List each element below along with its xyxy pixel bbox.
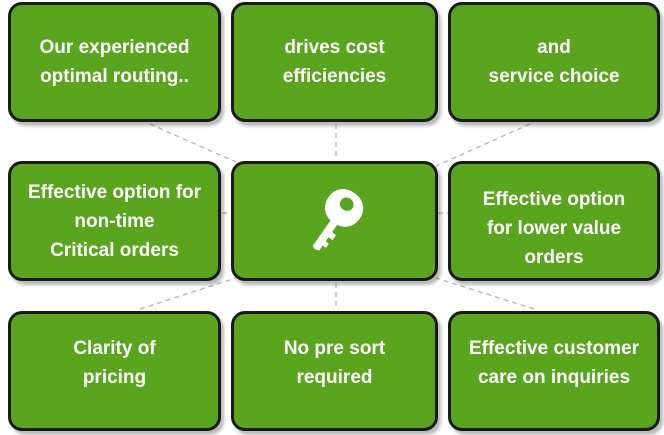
tile-text-line: for lower value [486, 217, 622, 239]
tile-text-line: Our experienced [39, 37, 190, 58]
key-icon [312, 189, 363, 251]
tile-top-right: and service choice [448, 2, 660, 122]
connector-top-right [435, 123, 531, 167]
connector-bottom-left [139, 277, 237, 310]
tile-text-line: required [296, 367, 373, 388]
tile-text-line: Effective option [482, 188, 626, 210]
tile-bottom-right: Effective customer care on inquiries [448, 311, 660, 431]
tile-top-left: Our experienced optimal routing.. [8, 2, 221, 122]
tile-middle-center [231, 161, 438, 281]
tile-text-line: Critical orders [50, 239, 179, 261]
tile-text-line: care on inquiries [477, 367, 631, 388]
connector-bottom-right [435, 277, 535, 310]
connector-top-left [149, 123, 237, 163]
tile-text-line: efficiencies [282, 66, 387, 87]
tile-middle-right: Effective option for lower value orders [448, 161, 660, 281]
tile-text-line: orders [524, 246, 584, 268]
tile-bottom-center: No pre sort required [231, 311, 438, 431]
tile-text-line: optimal routing.. [40, 66, 189, 87]
tile-text-line: Effective customer [468, 338, 639, 359]
tile-text-line: Effective option for [27, 181, 202, 203]
tile-text-line: and [537, 37, 571, 58]
tile-text-line: service choice [488, 66, 620, 87]
tile-text-line: non-time [74, 210, 155, 232]
tile-text-line: No pre sort [283, 338, 386, 359]
tile-top-center: drives cost efficiencies [231, 2, 438, 122]
tile-text-line: drives cost [284, 37, 385, 58]
tile-bottom-left: Clarity of pricing [8, 311, 221, 431]
tile-text-line: Clarity of [73, 338, 156, 359]
tile-text-line: pricing [82, 367, 147, 388]
tile-middle-left: Effective option for non-time Critical o… [8, 161, 221, 281]
